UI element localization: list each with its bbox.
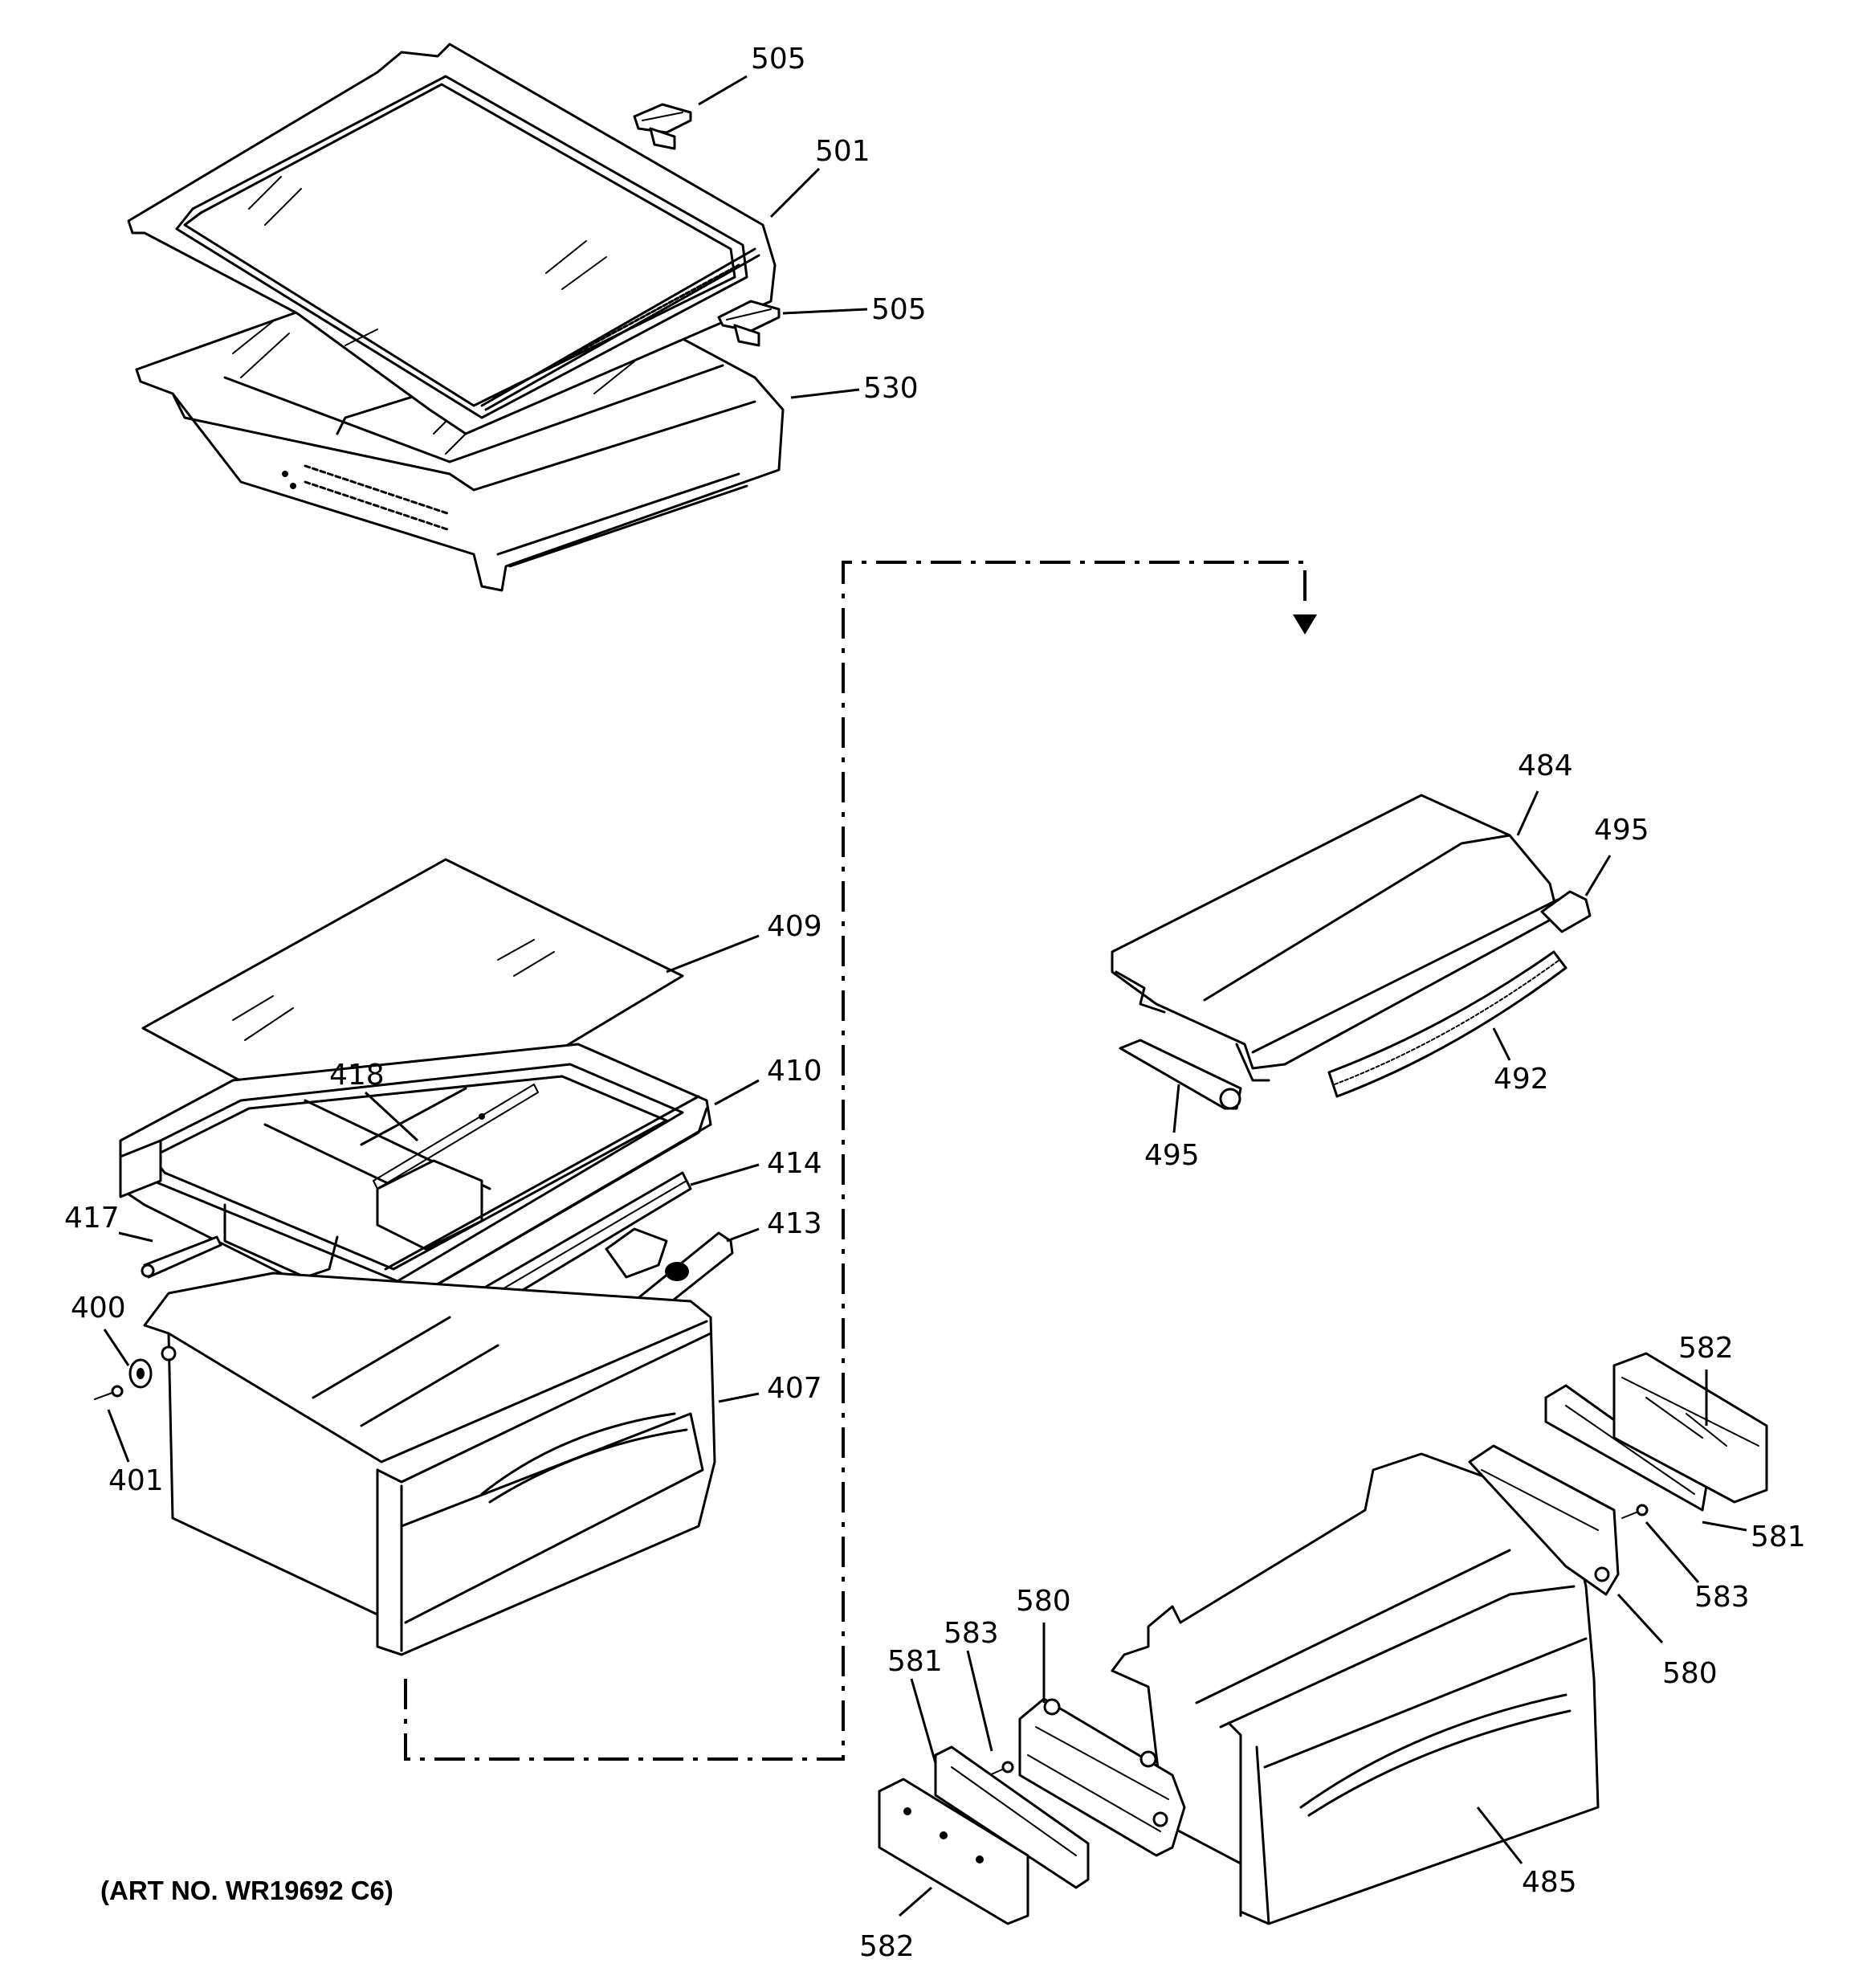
screw-583-left — [989, 1761, 1014, 1776]
label-581-left: 581 — [887, 1645, 943, 1678]
label-501: 501 — [815, 135, 870, 168]
label-400: 400 — [71, 1292, 126, 1325]
slide-581-left — [934, 1745, 1090, 1889]
label-414: 414 — [767, 1147, 822, 1180]
label-581-right: 581 — [1751, 1521, 1806, 1553]
label-409: 409 — [767, 910, 822, 943]
end-cap-582-left — [878, 1778, 1029, 1925]
rod-417 — [141, 1235, 222, 1279]
label-413: 413 — [767, 1207, 822, 1240]
label-492: 492 — [1494, 1063, 1549, 1096]
label-582-right: 582 — [1678, 1332, 1734, 1365]
shelf-clip-505-top — [633, 103, 692, 150]
strip-492 — [1327, 950, 1567, 1098]
label-505-top: 505 — [751, 43, 806, 76]
label-583-right: 583 — [1694, 1581, 1750, 1614]
label-495-left: 495 — [1144, 1139, 1200, 1172]
screw-401 — [94, 1385, 124, 1400]
roller-400 — [128, 1358, 153, 1389]
rail-495-right — [1540, 890, 1592, 933]
rail-495-left — [1119, 1039, 1242, 1110]
art-number: (ART NO. WR19692 C6) — [100, 1876, 393, 1905]
label-582-left: 582 — [859, 1930, 915, 1963]
label-530: 530 — [863, 372, 919, 405]
label-410: 410 — [767, 1055, 822, 1088]
shelf-clip-505-right — [717, 300, 781, 347]
label-495-right: 495 — [1594, 814, 1649, 847]
leader-lines — [103, 75, 1747, 1917]
end-cap-582-right — [1612, 1352, 1768, 1504]
label-407: 407 — [767, 1372, 822, 1405]
label-418: 418 — [329, 1059, 385, 1092]
label-417: 417 — [64, 1202, 120, 1235]
flow-arrow — [404, 561, 1317, 1761]
cover-484 — [1111, 794, 1559, 1082]
bracket-580-left — [1018, 1697, 1186, 1857]
pan-407 — [143, 1272, 716, 1656]
label-580-left: 580 — [1016, 1585, 1071, 1618]
cover-trim-418 — [373, 1084, 539, 1190]
label-583-left: 583 — [944, 1617, 999, 1650]
screw-583-right — [1621, 1504, 1649, 1519]
shelf-glass-501 — [127, 43, 777, 435]
part-labels: 505 501 505 530 484 495 409 492 418 410 … — [64, 43, 1806, 1963]
bracket-580-right — [1468, 1444, 1620, 1596]
pan-485 — [1111, 1452, 1600, 1925]
cover-frame-410 — [119, 1043, 712, 1311]
label-484: 484 — [1518, 749, 1573, 782]
label-580-right: 580 — [1662, 1657, 1718, 1690]
label-401: 401 — [108, 1464, 164, 1497]
label-505-right: 505 — [871, 293, 927, 326]
slide-581-right — [1544, 1384, 1708, 1512]
label-485: 485 — [1522, 1866, 1577, 1899]
